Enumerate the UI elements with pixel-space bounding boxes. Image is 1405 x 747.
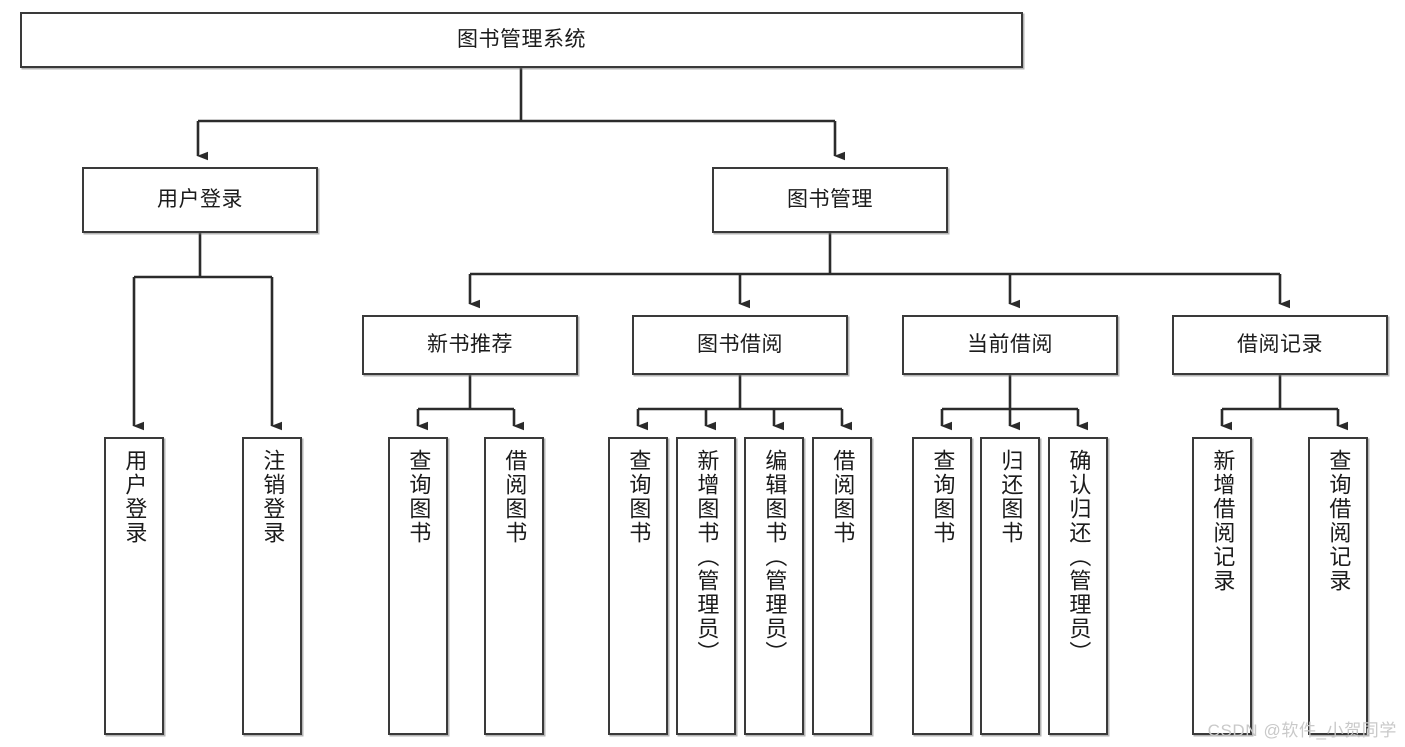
node-book-borrow-label: 图书借阅 [697, 332, 783, 356]
leaf-borrow-book-recommend[interactable]: 借阅图书 [484, 437, 544, 735]
leaf-user-login[interactable]: 用户登录 [104, 437, 164, 735]
leaf-search-book-recommend-label: 查询图书 [406, 449, 432, 545]
leaf-logout[interactable]: 注销登录 [242, 437, 302, 735]
leaf-borrow-book[interactable]: 借阅图书 [812, 437, 872, 735]
node-root-label: 图书管理系统 [457, 27, 586, 51]
leaf-add-borrow-record-label: 新增借阅记录 [1210, 449, 1236, 593]
leaf-search-book-current[interactable]: 查询图书 [912, 437, 972, 735]
leaf-return-book-label: 归还图书 [998, 449, 1024, 545]
leaf-add-borrow-record[interactable]: 新增借阅记录 [1192, 437, 1252, 735]
leaf-borrow-book-recommend-label: 借阅图书 [502, 449, 528, 545]
leaf-edit-book-admin[interactable]: 编辑图书（管理员） [744, 437, 804, 735]
leaf-confirm-return-admin[interactable]: 确认归还（管理员） [1048, 437, 1108, 735]
node-new-book-recommend[interactable]: 新书推荐 [362, 315, 578, 375]
leaf-edit-book-admin-label: 编辑图书（管理员） [762, 449, 788, 665]
leaf-search-book-current-label: 查询图书 [930, 449, 956, 545]
node-root[interactable]: 图书管理系统 [20, 12, 1023, 68]
leaf-search-book-borrow-label: 查询图书 [626, 449, 652, 545]
node-book-management[interactable]: 图书管理 [712, 167, 948, 233]
leaf-search-borrow-record-label: 查询借阅记录 [1326, 449, 1352, 593]
node-user-login[interactable]: 用户登录 [82, 167, 318, 233]
leaf-add-book-admin[interactable]: 新增图书（管理员） [676, 437, 736, 735]
leaf-search-borrow-record[interactable]: 查询借阅记录 [1308, 437, 1368, 735]
node-book-management-label: 图书管理 [787, 187, 873, 211]
leaf-user-login-label: 用户登录 [122, 449, 148, 545]
leaf-add-book-admin-label: 新增图书（管理员） [694, 449, 720, 665]
leaf-confirm-return-admin-label: 确认归还（管理员） [1066, 449, 1092, 665]
node-new-book-recommend-label: 新书推荐 [427, 332, 513, 356]
node-borrow-records[interactable]: 借阅记录 [1172, 315, 1388, 375]
leaf-search-book-recommend[interactable]: 查询图书 [388, 437, 448, 735]
node-current-borrow[interactable]: 当前借阅 [902, 315, 1118, 375]
node-borrow-records-label: 借阅记录 [1237, 332, 1323, 356]
leaf-borrow-book-label: 借阅图书 [830, 449, 856, 545]
node-current-borrow-label: 当前借阅 [967, 332, 1053, 356]
leaf-logout-label: 注销登录 [260, 449, 286, 545]
node-user-login-label: 用户登录 [157, 187, 243, 211]
leaf-return-book[interactable]: 归还图书 [980, 437, 1040, 735]
leaf-search-book-borrow[interactable]: 查询图书 [608, 437, 668, 735]
node-book-borrow[interactable]: 图书借阅 [632, 315, 848, 375]
